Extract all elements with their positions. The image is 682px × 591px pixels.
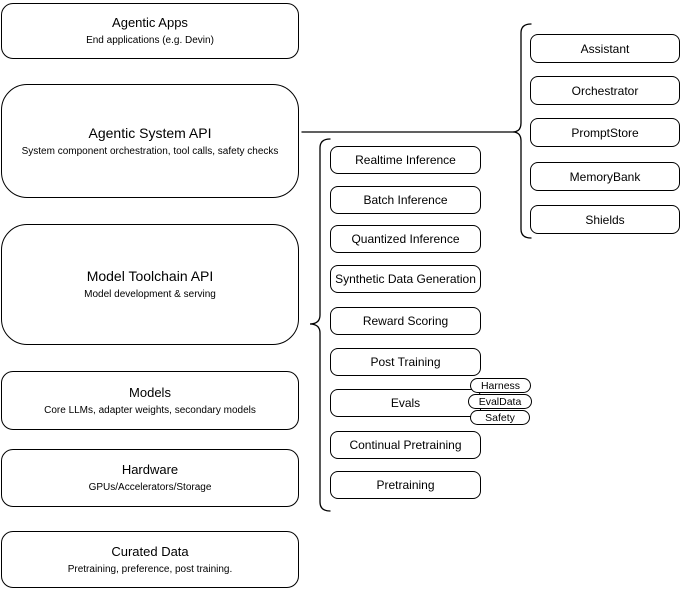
node-agentic-apps: Agentic Apps End applications (e.g. Devi… [1,3,299,59]
node-subtitle: Model development & serving [84,289,216,300]
node-quantized-inference: Quantized Inference [330,225,481,253]
node-subtitle: End applications (e.g. Devin) [86,35,214,46]
node-subtitle: Pretraining, preference, post training. [67,563,233,575]
node-evals-evaldata: EvalData [468,394,532,409]
node-model-toolchain-api: Model Toolchain API Model development & … [1,224,299,345]
node-orchestrator: Orchestrator [530,76,680,105]
node-reward-scoring: Reward Scoring [330,307,481,335]
toolchain-stack-brace [309,138,331,512]
node-continual-pretraining: Continual Pretraining [330,431,481,459]
node-title: Hardware [121,462,179,477]
node-assistant: Assistant [530,34,680,63]
node-memorybank: MemoryBank [530,162,680,191]
node-models: Models Core LLMs, adapter weights, secon… [1,371,299,430]
node-subtitle: GPUs/Accelerators/Storage [88,482,212,493]
node-title: Models [129,384,171,400]
node-evals-safety: Safety [470,410,530,425]
system-stack-brace [512,23,532,239]
node-post-training: Post Training [330,348,481,376]
node-evals: Evals [330,389,481,417]
node-promptstore: PromptStore [530,118,680,147]
node-subtitle: System component orchestration, tool cal… [21,145,279,157]
node-curated-data: Curated Data Pretraining, preference, po… [1,531,299,588]
node-synthetic-data-generation: Synthetic Data Generation [330,265,481,293]
node-title: Curated Data [111,543,189,559]
node-pretraining: Pretraining [330,471,481,499]
node-subtitle: Core LLMs, adapter weights, secondary mo… [44,404,256,416]
node-hardware: Hardware GPUs/Accelerators/Storage [1,449,299,507]
node-evals-harness: Harness [470,378,531,393]
node-title: Model Toolchain API [86,268,214,284]
node-title: Agentic System API [88,124,212,141]
node-agentic-system-api: Agentic System API System component orch… [1,84,299,198]
node-batch-inference: Batch Inference [330,186,481,214]
node-shields: Shields [530,205,680,234]
node-realtime-inference: Realtime Inference [330,146,481,174]
node-title: Agentic Apps [112,15,188,30]
